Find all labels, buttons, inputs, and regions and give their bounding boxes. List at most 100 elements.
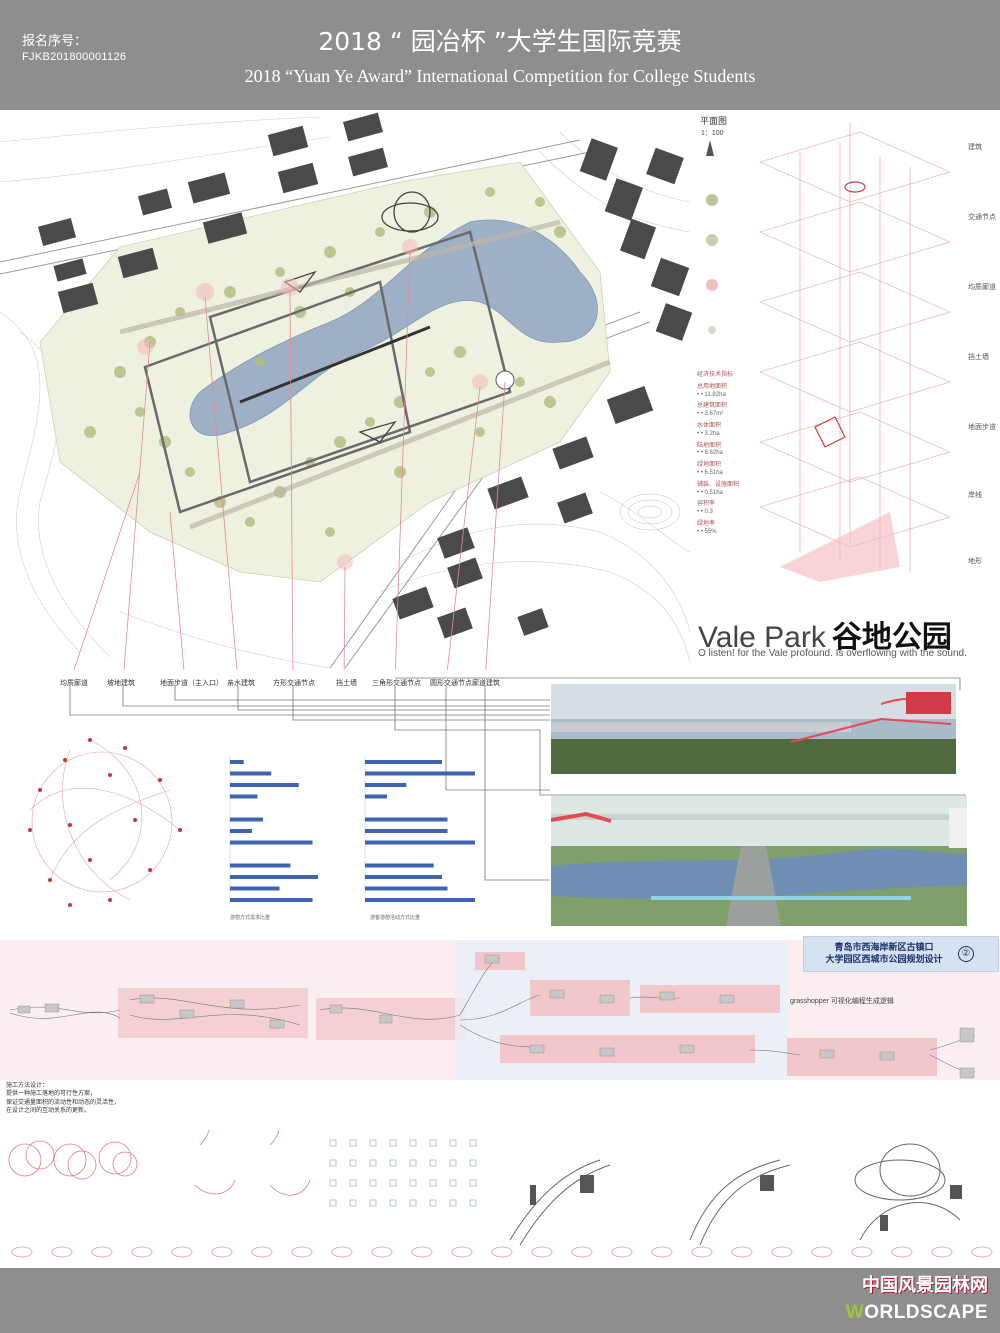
layer-label: 地形 (968, 558, 982, 565)
chart-bar (230, 783, 299, 787)
layer-label: 交通节点 (968, 214, 996, 221)
chart-bar (230, 829, 252, 833)
layer-label: 建筑 (968, 144, 982, 151)
chart-bar (230, 794, 258, 799)
method-title: 施工方法设计： (6, 1083, 49, 1089)
project-title-line2: 大学园区西城市公园规划设计 (825, 954, 943, 964)
callout-label: 圆形交通节点 (430, 680, 472, 687)
plan-legend-icons (706, 140, 718, 334)
grasshopper-note: grasshopper 可视化编程生成逻辑 (790, 998, 894, 1005)
chart-bar (365, 760, 442, 764)
economic-indicators: 经济技术指标 总用地面积• • 11.82ha 总建筑面积• • 3.67m² … (697, 372, 757, 541)
econ-value: • • 6.51ha (697, 469, 723, 476)
callout-label: 三角形交通节点 (372, 680, 421, 687)
chart-bar (365, 863, 434, 868)
shrub-legend-icon (706, 234, 718, 246)
worldscape-logo: WORLDSCAPE (845, 1302, 988, 1323)
method-line: 提供一种施工落地的可行性方案， (6, 1091, 97, 1098)
tree-legend-icon (706, 194, 718, 206)
econ-label: 水体面积 (697, 422, 722, 429)
render-bottom (551, 796, 967, 926)
econ-label: 陆地面积 (697, 442, 722, 449)
callout-label: 廊道建筑 (472, 680, 500, 687)
plan-title: 平面图 (700, 116, 728, 126)
chart-bar (230, 817, 263, 822)
connector-lines (69, 677, 966, 881)
north-arrow-icon (706, 140, 714, 156)
layer-labels: 建筑 交通节点 均质廊道 挡土墙 地面步道 岸线 地形 (960, 112, 1000, 572)
econ-label: 总建筑面积 (697, 403, 728, 410)
callout-label: 方形交通节点 (273, 680, 315, 687)
econ-label: 总用地面积 (697, 383, 728, 390)
layer-label: 挡土墙 (968, 354, 989, 361)
chart-bar (365, 771, 475, 776)
grass-legend-icon (708, 326, 716, 334)
chart-bar (365, 817, 448, 822)
chart-bar (230, 760, 244, 764)
header-band (0, 0, 1000, 110)
vale-park-cn: 谷地公园 (831, 620, 952, 655)
bar-charts (229, 757, 475, 905)
chart-bar (365, 875, 442, 879)
worldscape-logo-cn: 中国风景园林网 (862, 1275, 988, 1296)
econ-label: 容积率 (697, 501, 716, 508)
layer-label: 均质廊道 (968, 284, 996, 291)
chart-bar (365, 783, 407, 787)
chart-bar (230, 875, 318, 879)
chart-bar (230, 898, 313, 902)
econ-label: 绿地面积 (697, 462, 722, 469)
construction-diagrams (8, 1130, 962, 1246)
callout-label: 挡土墙 (336, 680, 357, 687)
chart-bar (230, 840, 313, 845)
layer-label: 岸线 (968, 492, 982, 499)
master-plan (0, 112, 693, 670)
callout-label: 均质廊道 (60, 680, 88, 687)
econ-value: • • 11.82ha (697, 391, 726, 398)
page-title-en: 2018 “Yuan Ye Award” International Compe… (244, 66, 756, 86)
econ-label: 绿地率 (697, 520, 716, 527)
vale-park-subtitle: O listen! for the Vale profound. Is over… (698, 648, 967, 659)
plan-scale: 1：100 (701, 130, 724, 137)
chart-bar (365, 794, 387, 799)
chart-caption-left: 游憩方式需求比重 (230, 915, 271, 921)
project-title-line1: 青岛市西海岸新区古镇口 (834, 942, 934, 952)
econ-value: • • 55% (697, 528, 717, 535)
node-legend-icon (706, 279, 718, 291)
econ-label: 铺装、设施面积 (697, 481, 740, 488)
callout-label: 亲水建筑 (227, 680, 255, 687)
method-line: 在设计之间的互动关系的更新。 (6, 1108, 91, 1115)
econ-value: • • 3.67m² (697, 411, 724, 418)
econ-value: • • 0.51ha (697, 489, 723, 496)
chart-bar (230, 886, 280, 891)
chart-caption-right: 游客游憩活动方式比重 (370, 915, 421, 921)
footer-band (0, 1268, 1000, 1333)
callout-label: 坡地建筑 (107, 680, 135, 687)
project-title-box: 青岛市西海岸新区古镇口 大学园区西城市公园规划设计 (803, 936, 999, 972)
econ-value: • • 0.3 (697, 509, 713, 516)
chart-bar (230, 863, 291, 868)
chart-bar (365, 829, 448, 833)
layer-label: 地面步道 (968, 424, 996, 431)
registration-label: 报名序号： (22, 33, 88, 48)
chart-bar (230, 771, 272, 776)
econ-value: • • 8.62ha (697, 450, 723, 457)
project-number: ② (958, 946, 974, 962)
econ-title: 经济技术指标 (697, 372, 734, 378)
render-top (551, 684, 956, 774)
econ-value: • • 3.2ha (697, 430, 720, 437)
exploded-axonometric (758, 122, 952, 582)
method-line: 保证交通量面积的流动性和动态的灵活性， (6, 1099, 121, 1106)
vale-park-en: Vale Park (698, 621, 826, 654)
network-diagram (28, 738, 182, 907)
callout-label: 地面步道（主入口） (160, 680, 223, 687)
timeline-strip (11, 1246, 993, 1258)
chart-bar (365, 840, 475, 845)
grasshopper-process (0, 940, 1000, 1080)
page-title-cn: 2018 “ 园冶杯 ”大学生国际竞赛 (318, 27, 682, 56)
construction-method: 施工方法设计： 提供一种施工落地的可行性方案， 保证交通量面积的流动性和动态的灵… (6, 1082, 206, 1116)
node-graph (9, 940, 976, 1080)
registration-id: FJKB201800001126 (22, 51, 127, 63)
chart-bar (365, 886, 448, 891)
chart-bar (365, 898, 475, 902)
